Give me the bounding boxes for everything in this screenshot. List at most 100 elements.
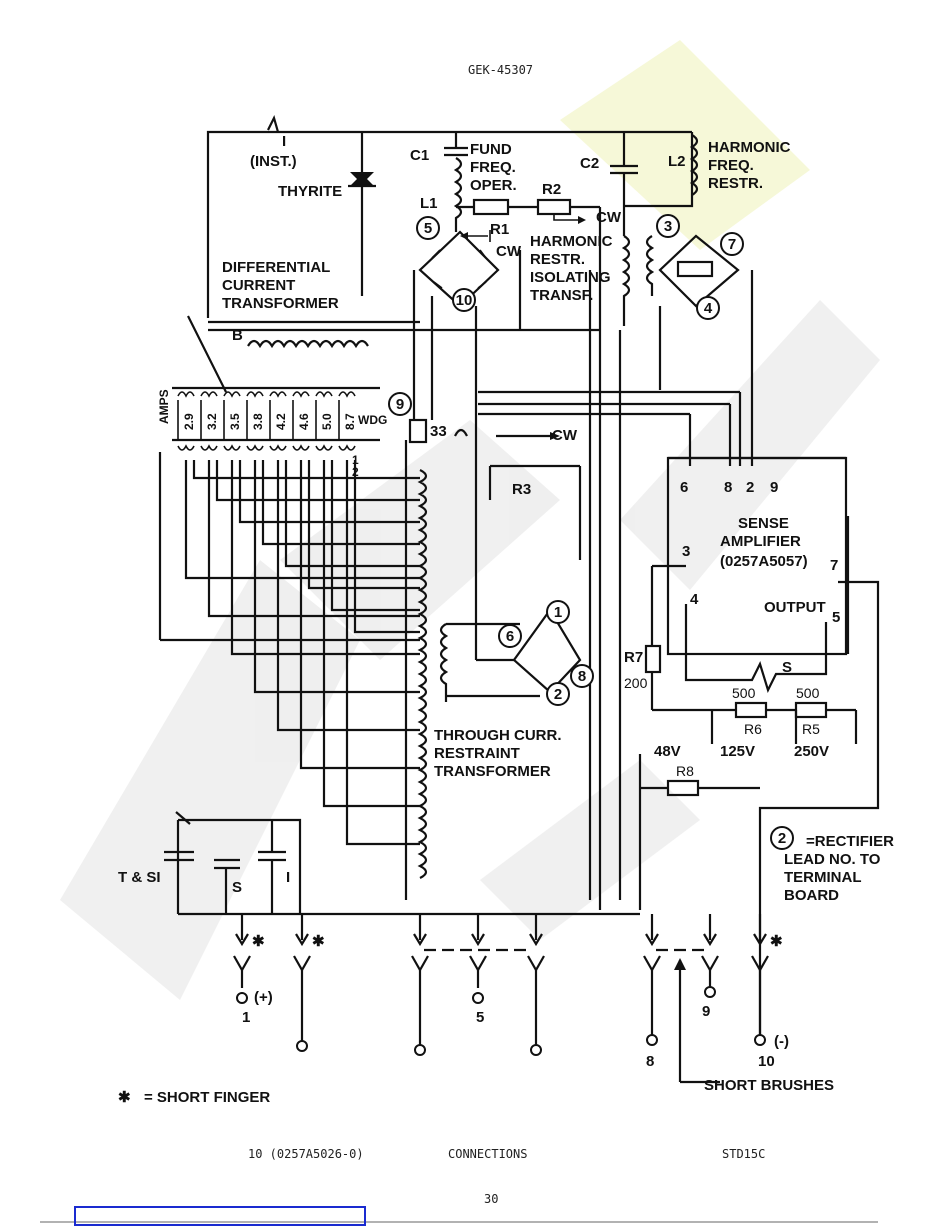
terminal-stud[interactable] [414,1044,426,1056]
terminal-stud[interactable] [530,1044,542,1056]
harmonic-iso-4: TRANSF. [530,287,593,304]
thyrite-label: THYRITE [278,183,342,200]
harmonic-freq-3: RESTR. [708,175,763,192]
tap-lead [299,460,420,770]
terminal-stud[interactable] [754,1034,766,1046]
tap-cell[interactable]: 3.5 [223,391,242,451]
c1-label: C1 [410,147,429,164]
svg-text:8: 8 [578,668,586,685]
inst-sub: (INST.) [250,153,297,170]
top-circuit [187,114,740,393]
sense-3: (0257A5057) [720,553,808,570]
svg-text:3: 3 [664,218,672,235]
terminal-finger[interactable] [701,914,719,988]
tap-cell[interactable]: 5.0 [315,391,334,451]
svg-text:1: 1 [554,604,562,621]
svg-text:2: 2 [554,686,562,703]
i-contact-label: I [286,869,290,886]
terminal-finger[interactable]: ✱ [293,914,325,988]
harmonic-iso-3: ISOLATING [530,269,611,286]
volt-250: 250V [794,743,829,760]
page-number: 30 [484,1192,498,1206]
sense-1: SENSE [738,515,789,532]
svg-text:9: 9 [396,396,404,413]
cw-label-r3: CW [552,427,578,444]
harmonic-freq-1: HARMONIC [708,139,791,156]
s-contact-label: S [232,879,242,896]
terminal-stud[interactable] [296,1040,308,1052]
terminal-finger[interactable]: ✱ [751,914,783,988]
short-finger-star: ✱ [118,1089,131,1106]
short-finger-mark: ✱ [252,933,265,950]
wiring-runs [412,250,754,910]
ts-label: T & SI [118,869,161,886]
diff-ct-2: CURRENT [222,277,295,294]
output-label: OUTPUT [764,599,826,616]
amp-term-8: 8 [724,479,732,496]
model-number: STD15C [722,1147,765,1161]
b-label: B [232,327,243,344]
tap-value: 3.8 [251,413,265,430]
svg-text:10: 10 [456,292,473,309]
r1-label: R1 [490,221,509,238]
r2-label: R2 [542,181,561,198]
terminal-finger[interactable]: ✱ [233,914,265,988]
circled-terminal: 9 [388,392,412,416]
terminal-finger[interactable] [527,914,545,988]
terminal-finger[interactable] [411,914,429,988]
terminal-1-sign: (+) [254,989,273,1006]
tap-value: 8.7 [343,413,357,430]
terminal-10-sign: (-) [774,1033,789,1050]
fund-2: FREQ. [470,159,516,176]
terminal-stud[interactable] [236,992,248,1004]
tap-value: 2.9 [182,413,196,430]
r5-value: 500 [796,685,820,701]
tap-cell[interactable]: 3.8 [246,391,265,451]
rect-note-2: LEAD NO. TO [784,851,881,868]
volt-48: 48V [654,743,681,760]
tap-lead [253,460,420,694]
amp-term-2: 2 [746,479,754,496]
tap-value: 4.2 [274,413,288,430]
terminal-stud[interactable] [646,1034,658,1046]
r7-value: 200 [624,675,648,691]
terminal-10-num: 10 [758,1053,775,1070]
tap-lead [353,460,420,634]
harmonic-iso-2: RESTR. [530,251,585,268]
terminal-finger[interactable] [469,914,487,988]
terminal-board: ✱ ✱ ✱ [233,914,783,1084]
tap-cell[interactable]: 4.2 [269,391,288,451]
cw-label-r2: CW [596,209,622,226]
wdg-label: WDG [358,413,387,427]
svg-text:7: 7 [728,236,736,253]
through-restraint-transformer [404,440,582,900]
terminal-stud[interactable] [472,992,484,1004]
tap-lead [184,460,420,580]
diff-ct-3: TRANSFORMER [222,295,339,312]
terminal-stud[interactable] [704,986,716,998]
doc-number: GEK-45307 [468,63,533,77]
figure-caption: CONNECTIONS [448,1147,527,1161]
tap-lead [207,460,420,618]
terminal-finger[interactable] [643,914,661,988]
tap-cell[interactable]: 2.9 [177,391,196,451]
circled-terminal: 1 [546,600,570,624]
r6-value: 500 [732,685,756,701]
l1-label: L1 [420,195,438,212]
tap-cell[interactable]: 3.2 [200,391,219,451]
tap-value: 3.5 [228,413,242,430]
tap-cell[interactable]: 8.7 [338,391,357,451]
sense-2: AMPLIFIER [720,533,801,550]
cw-label-r1: CW [496,243,522,260]
rect-note-4: BOARD [784,887,839,904]
short-finger-mark: ✱ [312,933,325,950]
short-finger-legend: = SHORT FINGER [144,1089,270,1106]
relay-33-label: 33 [430,423,447,440]
r5-label: R5 [802,721,820,737]
tap-lead [238,460,420,524]
through-3: TRANSFORMER [434,763,551,780]
page-link-box[interactable] [74,1206,366,1226]
amp-out-5: 5 [832,609,840,626]
tap-cell[interactable]: 4.6 [292,391,311,451]
